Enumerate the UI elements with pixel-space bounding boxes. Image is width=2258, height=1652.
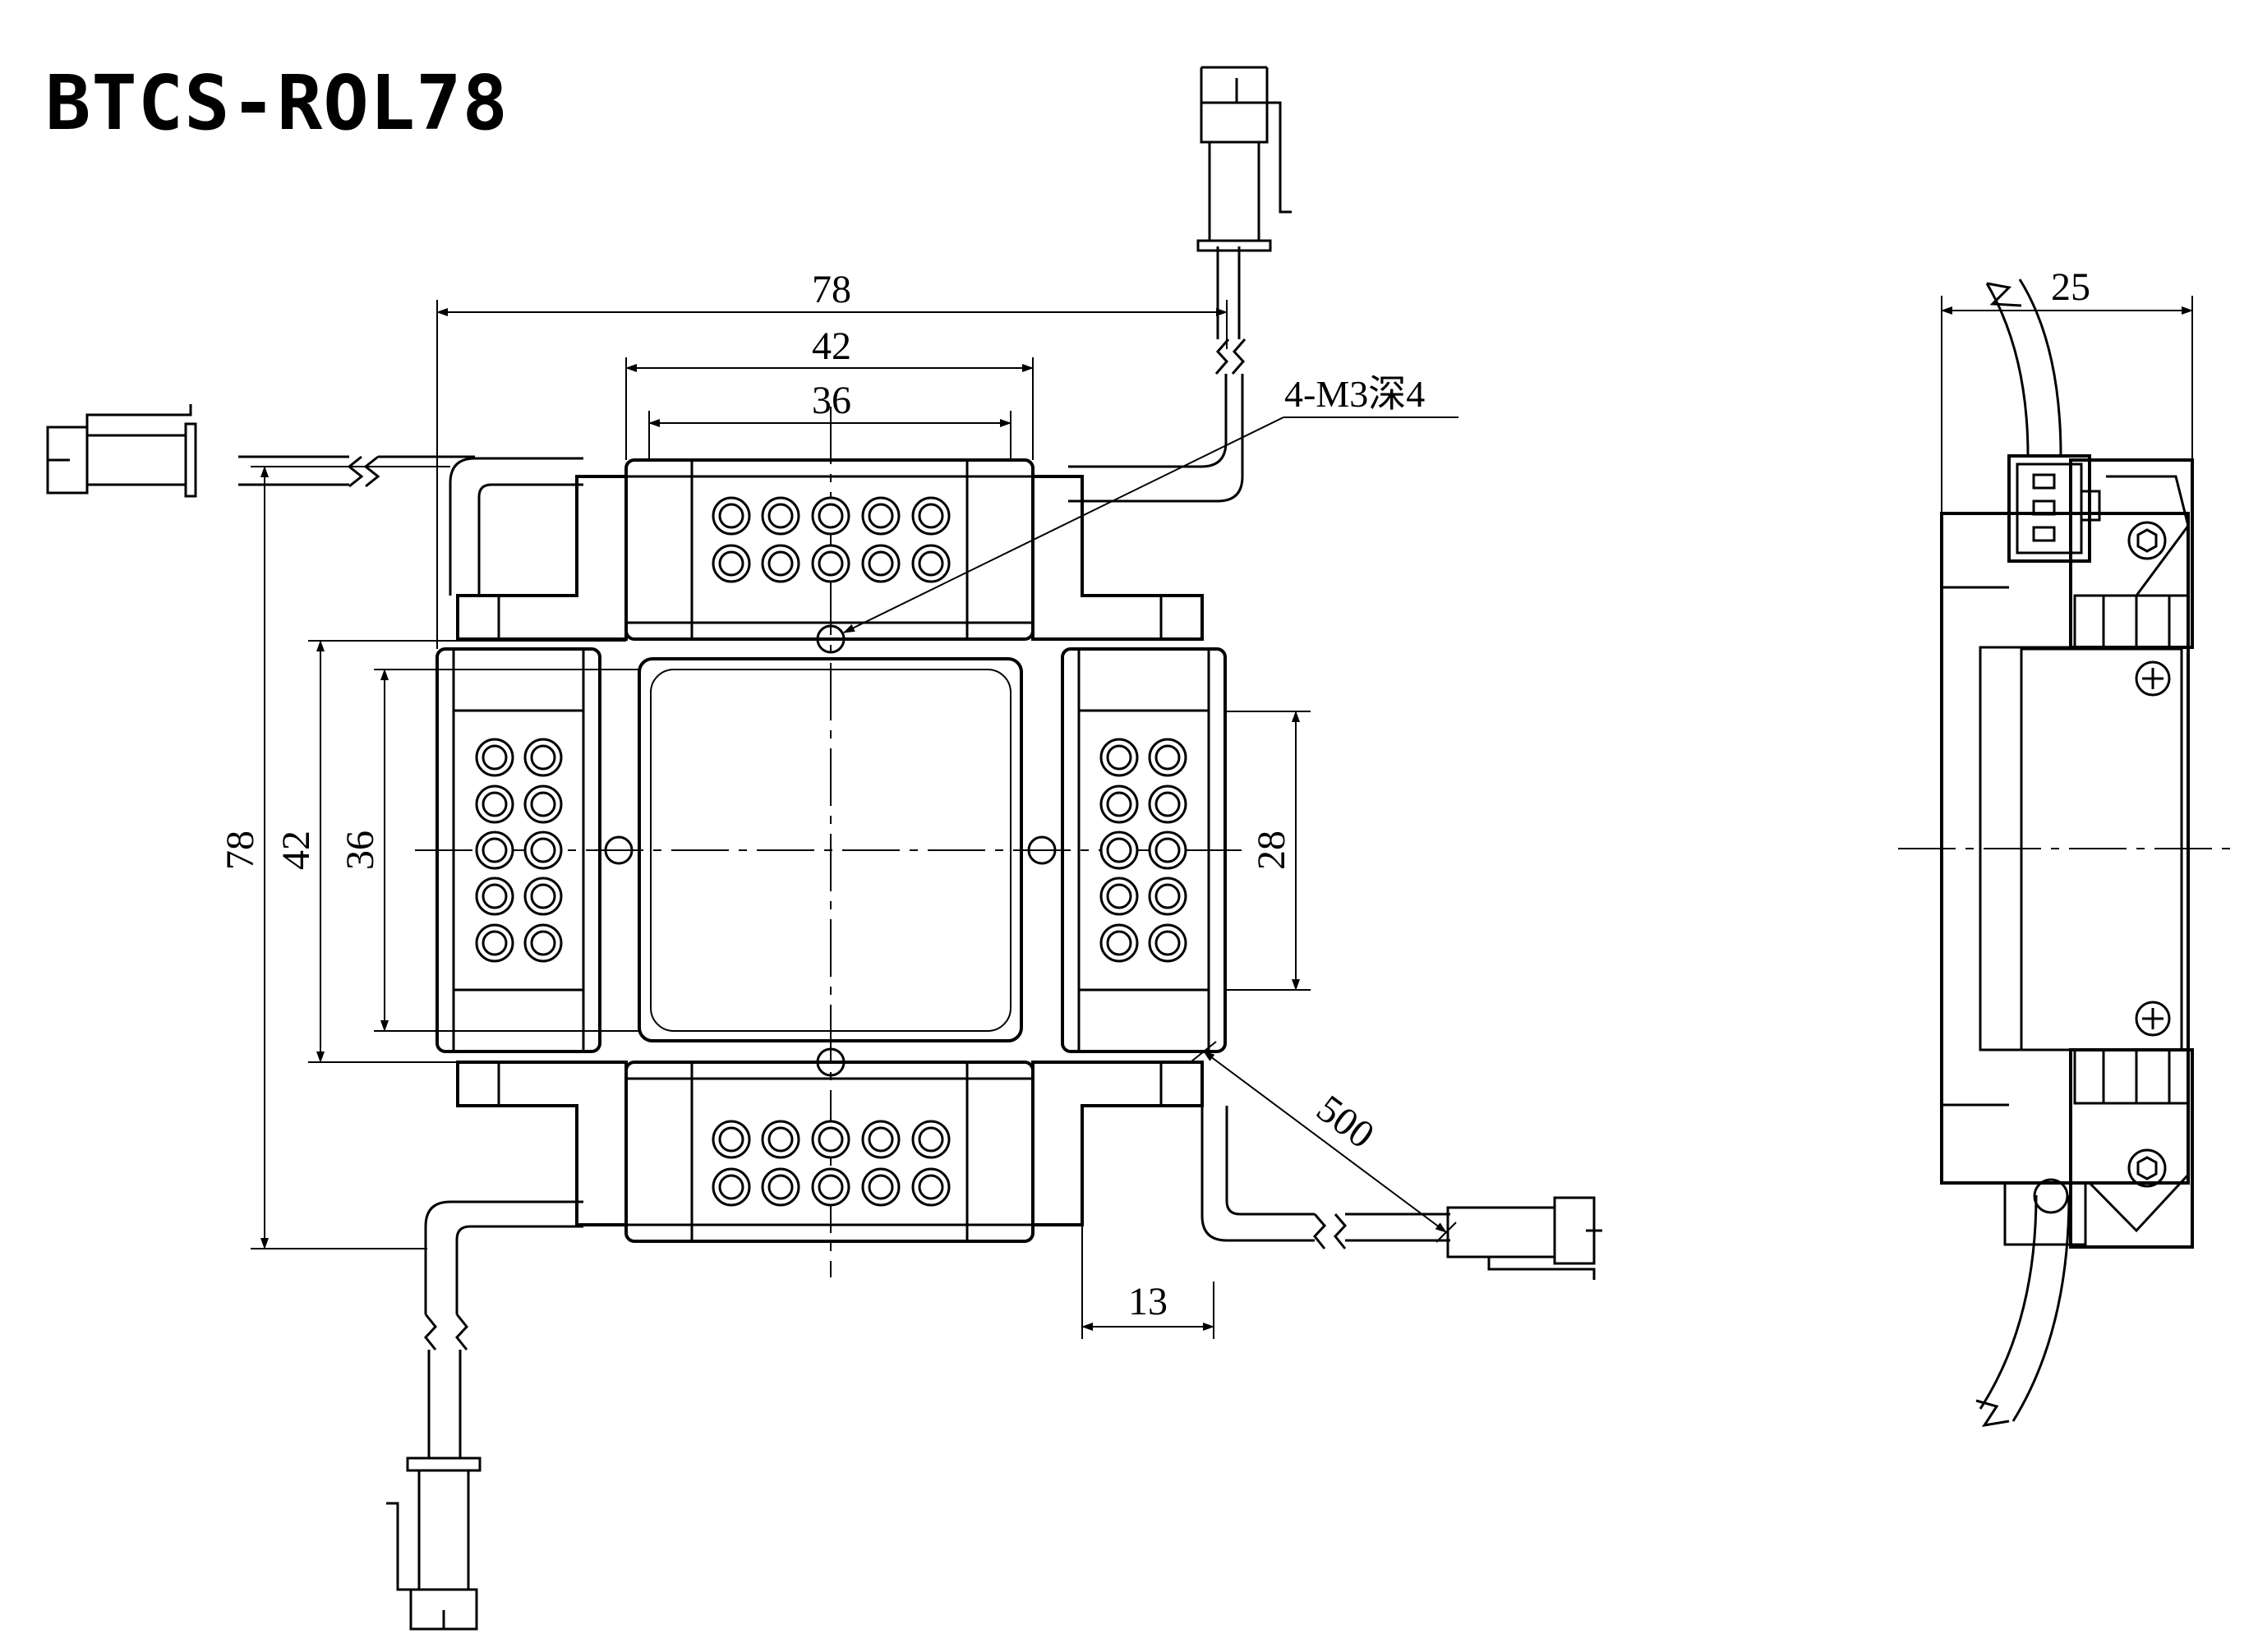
connector-left (46, 404, 197, 498)
dim-height-right: 28 (1250, 831, 1293, 870)
led-lens-inner (1106, 930, 1132, 956)
led-lens-inner (818, 550, 844, 577)
led-lens-inner (482, 837, 508, 863)
led-lens-inner (767, 1174, 794, 1200)
led-lens-inner (718, 1126, 744, 1153)
dim-width-inner: 36 (812, 379, 851, 422)
center-window (638, 657, 1023, 1042)
connector-top (1196, 66, 1292, 252)
led-lens-inner (767, 503, 794, 529)
dimensions-front (251, 300, 1458, 1339)
model-title: BTCS-ROL78 (45, 59, 509, 147)
led-lens-inner (718, 550, 744, 577)
led-lens-inner (718, 503, 744, 529)
led-lens-inner (918, 1174, 944, 1200)
dim-height-mid: 42 (274, 831, 318, 870)
connector-right (1446, 1196, 1602, 1280)
dim-side-thickness: 25 (2051, 265, 2090, 309)
side-view: 25 (1898, 265, 2239, 1428)
led-lens-inner (1154, 744, 1181, 771)
led-lens-inner (530, 837, 556, 863)
dim-cable-length: 500 (1309, 1087, 1382, 1157)
led-lens-inner (1106, 883, 1132, 909)
dim-width-total: 78 (812, 268, 851, 311)
dim-width-mid: 42 (812, 324, 851, 368)
front-view: 78 42 36 4-M3深4 78 42 36 28 500 13 (46, 66, 1602, 1631)
led-lens-inner (482, 883, 508, 909)
led-lens-inner (818, 1174, 844, 1200)
led-lens-inner (482, 744, 508, 771)
led-lens-inner (818, 503, 844, 529)
led-array (475, 496, 1187, 1207)
led-lens-inner (767, 1126, 794, 1153)
led-lens-inner (530, 744, 556, 771)
right-light-bar (1061, 647, 1227, 1053)
led-lens-inner (530, 791, 556, 817)
led-lens-inner (918, 1126, 944, 1153)
led-lens-inner (1154, 930, 1181, 956)
led-lens-inner (918, 503, 944, 529)
connector-bottom (386, 1456, 482, 1631)
led-lens-inner (482, 930, 508, 956)
dimension-labels-front: 78 42 36 4-M3深4 78 42 36 28 500 13 (219, 268, 1425, 1323)
led-lens-inner (868, 1126, 894, 1153)
led-lens-inner (1154, 791, 1181, 817)
dim-height-inner: 36 (339, 831, 382, 870)
led-lens-inner (1154, 883, 1181, 909)
led-lens-inner (918, 550, 944, 577)
dim-bar-width: 13 (1128, 1280, 1168, 1323)
led-lens-inner (1154, 837, 1181, 863)
led-lens-inner (767, 550, 794, 577)
led-lens-inner (1106, 744, 1132, 771)
led-lens-inner (818, 1126, 844, 1153)
led-lens-inner (718, 1174, 744, 1200)
led-lens-inner (1106, 837, 1132, 863)
led-lens-inner (482, 791, 508, 817)
led-lens-inner (530, 883, 556, 909)
led-lens-inner (530, 930, 556, 956)
dim-height-total: 78 (219, 831, 262, 870)
led-lens-inner (868, 503, 894, 529)
led-lens-inner (868, 550, 894, 577)
led-lens-inner (1106, 791, 1132, 817)
left-light-bar (435, 647, 601, 1053)
dim-thread-note: 4-M3深4 (1284, 373, 1425, 415)
led-lens-inner (868, 1174, 894, 1200)
